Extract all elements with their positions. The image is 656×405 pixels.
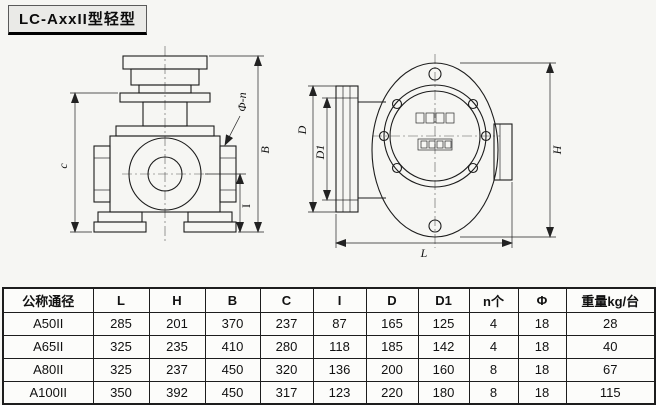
table-cell: 18 (517, 357, 567, 382)
table-cell: 280 (259, 334, 314, 359)
table-cell: 123 (312, 380, 367, 405)
table-cell: 4 (468, 311, 519, 336)
table-cell: 410 (204, 334, 261, 359)
table-cell: 350 (92, 380, 150, 405)
table-cell: 325 (92, 334, 150, 359)
table-header-cell: B (204, 287, 261, 313)
table-cell: 28 (565, 311, 656, 336)
table-cell: 237 (148, 357, 206, 382)
model-cell: A50II (2, 311, 94, 336)
model-cell: A80II (2, 357, 94, 382)
table-cell: 125 (417, 311, 470, 336)
table-header-cell: H (148, 287, 206, 313)
dim-label-d1: D1 (313, 145, 327, 161)
table-cell: 67 (565, 357, 656, 382)
table-cell: 450 (204, 380, 261, 405)
model-cell: A100II (2, 380, 94, 405)
dim-label-h: H (550, 144, 564, 155)
table-cell: 8 (468, 357, 519, 382)
bolt-callout-label: Φ-n (235, 92, 249, 111)
table-cell: 136 (312, 357, 367, 382)
side-view-drawing: D D1 L H (295, 54, 564, 260)
table-cell: 142 (417, 334, 470, 359)
table-cell: 87 (312, 311, 367, 336)
table-header-cell: 公称通径 (2, 287, 94, 313)
dim-label-l: L (420, 246, 428, 260)
table-cell: 317 (259, 380, 314, 405)
table-cell: 201 (148, 311, 206, 336)
table-cell: 185 (365, 334, 419, 359)
table-cell: 160 (417, 357, 470, 382)
table-cell: 220 (365, 380, 419, 405)
table-cell: 118 (312, 334, 367, 359)
model-cell: A65II (2, 334, 94, 359)
dim-label-c: c (56, 163, 70, 169)
page-title: LC-AxxII型轻型 (8, 5, 147, 35)
table-cell: 325 (92, 357, 150, 382)
table-cell: 18 (517, 311, 567, 336)
table-cell: 450 (204, 357, 261, 382)
table-cell: 200 (365, 357, 419, 382)
table-cell: 115 (565, 380, 656, 405)
table-cell: 165 (365, 311, 419, 336)
technical-drawing: Φ-n c B I (56, 46, 564, 260)
table-header-cell: L (92, 287, 150, 313)
table-header-cell: Φ (517, 287, 567, 313)
table-header-cell: D1 (417, 287, 470, 313)
front-view-drawing: Φ-n c B I (56, 46, 272, 242)
table-header-cell: D (365, 287, 419, 313)
table-cell: 18 (517, 334, 567, 359)
dim-label-b: B (258, 146, 272, 154)
table-cell: 320 (259, 357, 314, 382)
dim-label-d: D (295, 125, 309, 135)
dim-label-i: I (239, 204, 253, 208)
table-cell: 235 (148, 334, 206, 359)
table-header-cell: 重量kg/台 (565, 287, 656, 313)
table-cell: 180 (417, 380, 470, 405)
table-cell: 392 (148, 380, 206, 405)
table-cell: 285 (92, 311, 150, 336)
table-cell: 18 (517, 380, 567, 405)
table-header-cell: C (259, 287, 314, 313)
table-cell: 4 (468, 334, 519, 359)
table-cell: 8 (468, 380, 519, 405)
table-header-cell: I (312, 287, 367, 313)
table-header-cell: n个 (468, 287, 519, 313)
table-cell: 237 (259, 311, 314, 336)
table-cell: 40 (565, 334, 656, 359)
table-cell: 370 (204, 311, 261, 336)
